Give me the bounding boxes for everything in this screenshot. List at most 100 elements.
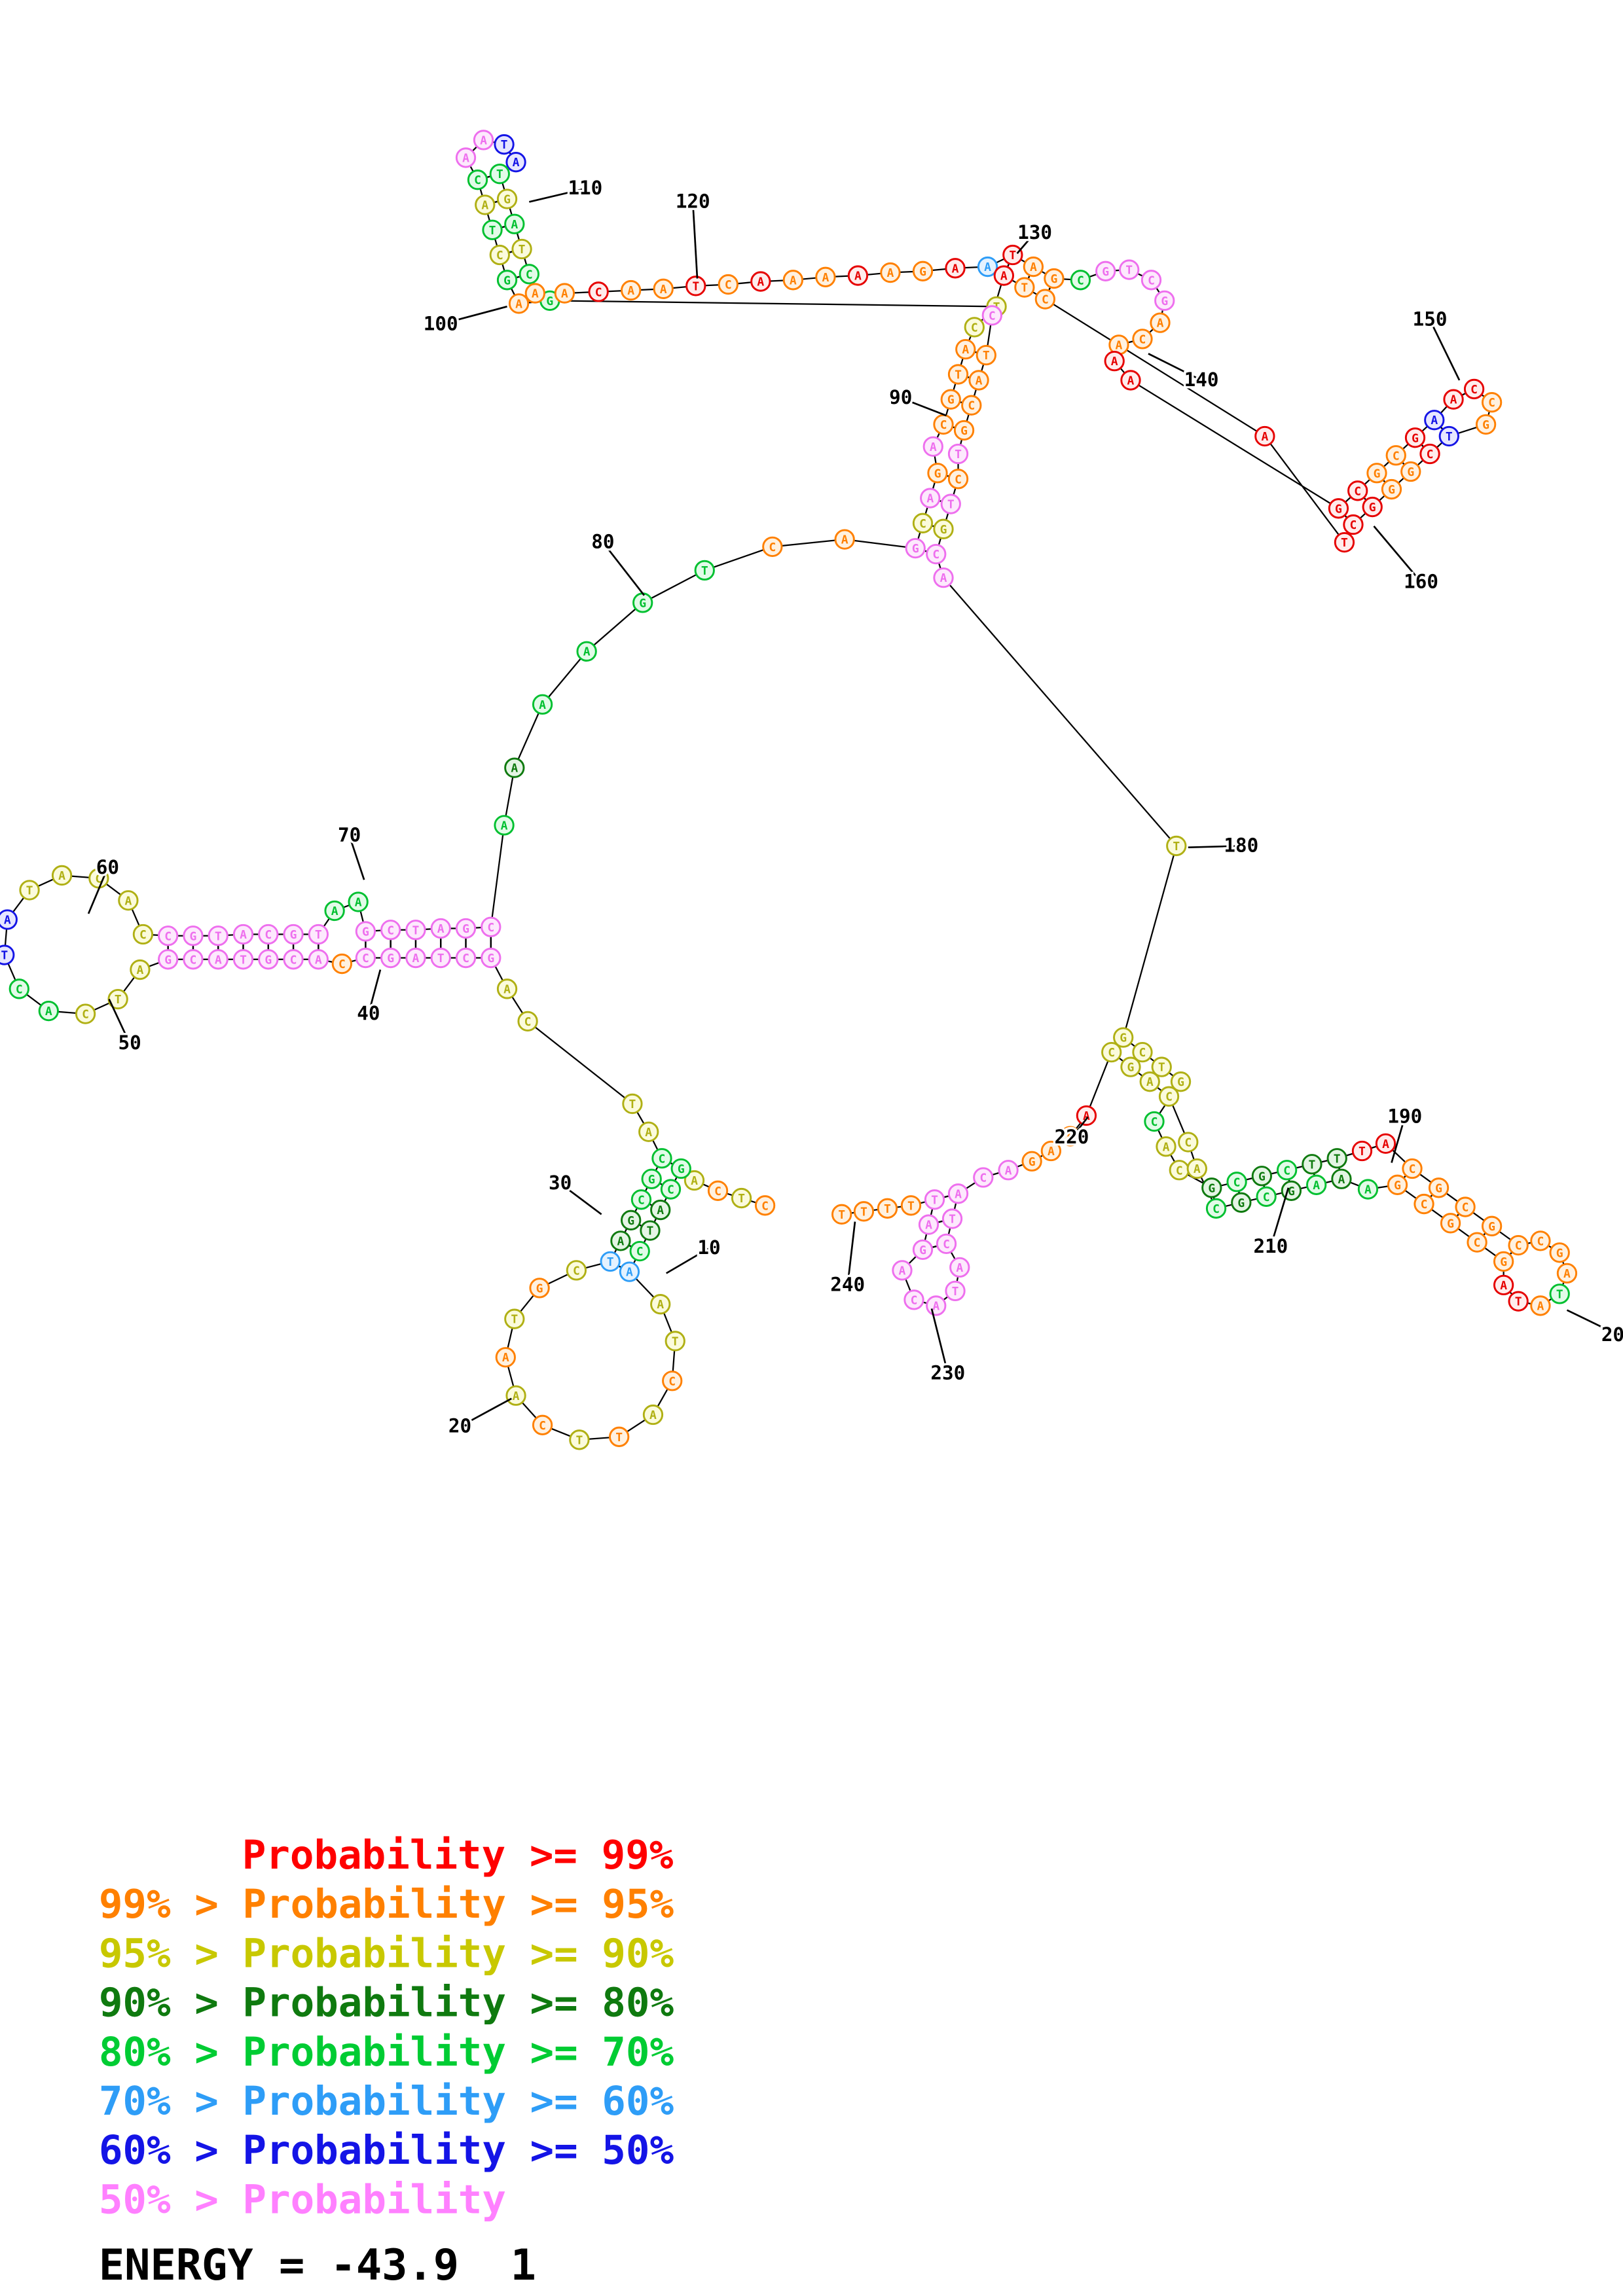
nucleotide-circle (1438, 425, 1459, 447)
nucleotide-circle (511, 238, 532, 260)
nucleotide-circle (1205, 1198, 1227, 1219)
nucleotide-circle (1113, 1027, 1134, 1048)
nucleotide-circle (19, 880, 40, 901)
nucleotide-circle (933, 518, 954, 539)
backbone-bond (1044, 298, 1266, 437)
position-label: 150 (1413, 308, 1448, 331)
nucleotide-circle (1154, 290, 1175, 311)
nucleotide-circle (762, 536, 783, 558)
nucleotide-circle (308, 924, 329, 945)
nucleotide-circle (405, 947, 426, 969)
nucleotide-circle (650, 1199, 671, 1221)
nucleotide-circle (1276, 1160, 1298, 1181)
nucleotide-circle (569, 1429, 590, 1450)
nucleotide-circle (1254, 425, 1275, 447)
backbone-bond (527, 1020, 633, 1105)
nucleotide-circle (903, 1289, 924, 1310)
nucleotide-circle (941, 1208, 963, 1229)
backbone-bond (943, 577, 1177, 847)
nucleotide-circle (945, 258, 966, 279)
nucleotide-circle (232, 924, 254, 945)
nucleotide-circle (1251, 1166, 1273, 1187)
nucleotide-circle (610, 1230, 631, 1251)
base-pair-lines (167, 173, 1520, 1273)
nucleotide-circle (973, 1167, 994, 1188)
nucleotide-circle (651, 1148, 672, 1169)
nucleotide-circle (947, 1183, 969, 1204)
position-tick (691, 202, 699, 279)
position-label: 220 (1054, 1126, 1089, 1148)
nucleotide-circle (430, 918, 451, 939)
nucleotide-circle (554, 283, 575, 304)
legend-row: 99% > Probability >= 95% (99, 1882, 674, 1928)
nucleotide-circle (183, 949, 204, 970)
nucleotide-circle (348, 891, 369, 912)
nucleotide-circle (998, 1160, 1019, 1181)
nucleotide-circle (1328, 498, 1349, 519)
position-label: 50 (119, 1031, 141, 1054)
position-label: 110 (568, 177, 602, 199)
backbone-bond (845, 538, 916, 549)
nucleotide-circle (324, 900, 345, 922)
nucleotide-circle (976, 344, 996, 366)
position-label: 70 (338, 824, 361, 846)
nucleotide-circle (380, 947, 401, 969)
nucleotide-circle (9, 978, 29, 999)
nucleotide-circle (782, 270, 804, 291)
nucleotide-circle (853, 1201, 875, 1222)
nucleotide-circle (1440, 1213, 1461, 1234)
nucleotide-circle (1334, 531, 1355, 553)
nucleotide-circle (1343, 514, 1364, 535)
nucleotide-circle (495, 1347, 516, 1368)
energy-value: ENERGY = -43.9 1 (99, 2240, 536, 2290)
nucleotide-circle (208, 925, 228, 946)
legend-row: 60% > Probability >= 50% (99, 2128, 674, 2174)
backbone-bond (513, 704, 543, 768)
position-label: 80 (591, 531, 614, 553)
nucleotide-circle (481, 916, 501, 937)
nucleotide-circle (964, 317, 985, 338)
nucleotide-circle (685, 276, 706, 296)
nucleotide-circle (640, 1220, 661, 1241)
nucleotide-circle (496, 188, 518, 209)
nucleotide-circle (924, 1189, 945, 1210)
nucleotide-circle (1419, 443, 1440, 465)
nucleotide-circle (670, 1158, 691, 1179)
nucleotide-circle (1428, 1177, 1450, 1198)
nucleotide-circle (504, 213, 525, 234)
position-tick (440, 306, 507, 325)
nucleotide-circle (132, 924, 154, 945)
nucleotide-circle (1331, 1168, 1352, 1189)
nucleotide-circle (1549, 1283, 1570, 1304)
nucleotide-circle (1002, 244, 1023, 266)
position-tick (1269, 1187, 1290, 1247)
nucleotide-circle (1387, 1174, 1408, 1195)
nucleotide-circle (684, 1170, 705, 1191)
nucleotide-circle (208, 949, 228, 970)
nucleotide-circle (75, 1003, 96, 1024)
nucleotide-circle (953, 420, 975, 441)
nucleotide-circle (494, 815, 515, 836)
nucleotide-circle (642, 1404, 664, 1426)
nucleotide-circle (1120, 370, 1141, 391)
nucleotide-circle (482, 219, 503, 240)
nucleotide-circle (1021, 1151, 1042, 1172)
position-tick (847, 1221, 856, 1285)
nucleotide-circle (0, 909, 18, 930)
nucleotide-circle (1132, 1041, 1153, 1063)
position-label: 90 (889, 386, 912, 408)
nucleotide-circle (632, 592, 653, 613)
backbone-bond (1264, 435, 1345, 543)
position-label: 40 (357, 1002, 380, 1024)
nucleotide-circle (1366, 463, 1387, 484)
nucleotide-circle (283, 924, 304, 945)
nucleotide-circle (1140, 270, 1162, 291)
nucleotide-circle (831, 1204, 852, 1225)
nucleotide-circle (355, 921, 376, 942)
nucleotide-circle (945, 1280, 966, 1302)
nucleotide-circle (880, 262, 901, 283)
nucleotide-circle (968, 370, 989, 391)
nucleotide-circle (1158, 1086, 1180, 1107)
nucleotide-circle (1166, 835, 1187, 857)
nucleotide-circle (1302, 1154, 1322, 1175)
